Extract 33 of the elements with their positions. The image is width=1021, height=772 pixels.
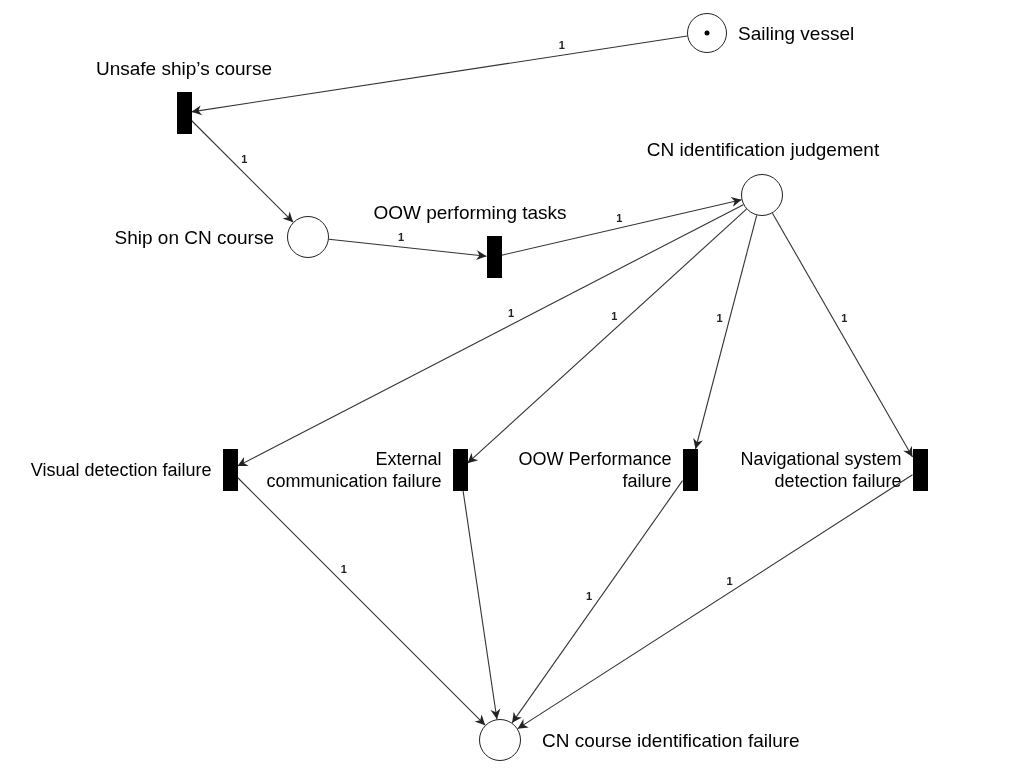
arrow (771, 212, 914, 458)
node-label: Ship on CN course (114, 227, 274, 249)
arrow (236, 476, 486, 726)
node-label: OOW performing tasks (373, 202, 567, 224)
arrow (511, 480, 684, 724)
arrow (466, 208, 747, 464)
edge-label: 1 (339, 563, 348, 576)
node-label: CN course identification failure (542, 730, 800, 752)
arrow (500, 197, 743, 256)
arrow (190, 119, 294, 223)
node-label: Navigational system detection failure (739, 448, 902, 492)
edge-label: 1 (725, 574, 734, 587)
node-label: OOW Performance failure (517, 448, 672, 492)
edge-label: 1 (615, 211, 624, 224)
arrow (236, 204, 744, 467)
node-label: Unsafe ship’s course (96, 58, 272, 80)
edge-label: 1 (557, 39, 566, 52)
edge-label: 1 (840, 311, 849, 324)
edge-label: 1 (240, 153, 249, 166)
node-label: External communication failure (265, 448, 442, 492)
arrow (328, 238, 488, 261)
edge-label: 1 (507, 307, 516, 320)
edge-label: 1 (610, 310, 619, 323)
arrow (693, 214, 758, 450)
arrow (517, 474, 914, 730)
node-label: Sailing vessel (738, 23, 855, 45)
edge-label: 1 (396, 230, 405, 243)
node-label: Visual detection failure (29, 459, 212, 481)
edge-label: 1 (585, 590, 594, 602)
edge-label: 1 (715, 311, 724, 324)
node-label: CN identification judgement (646, 139, 880, 161)
arrow (190, 35, 688, 116)
arrow (462, 490, 501, 720)
